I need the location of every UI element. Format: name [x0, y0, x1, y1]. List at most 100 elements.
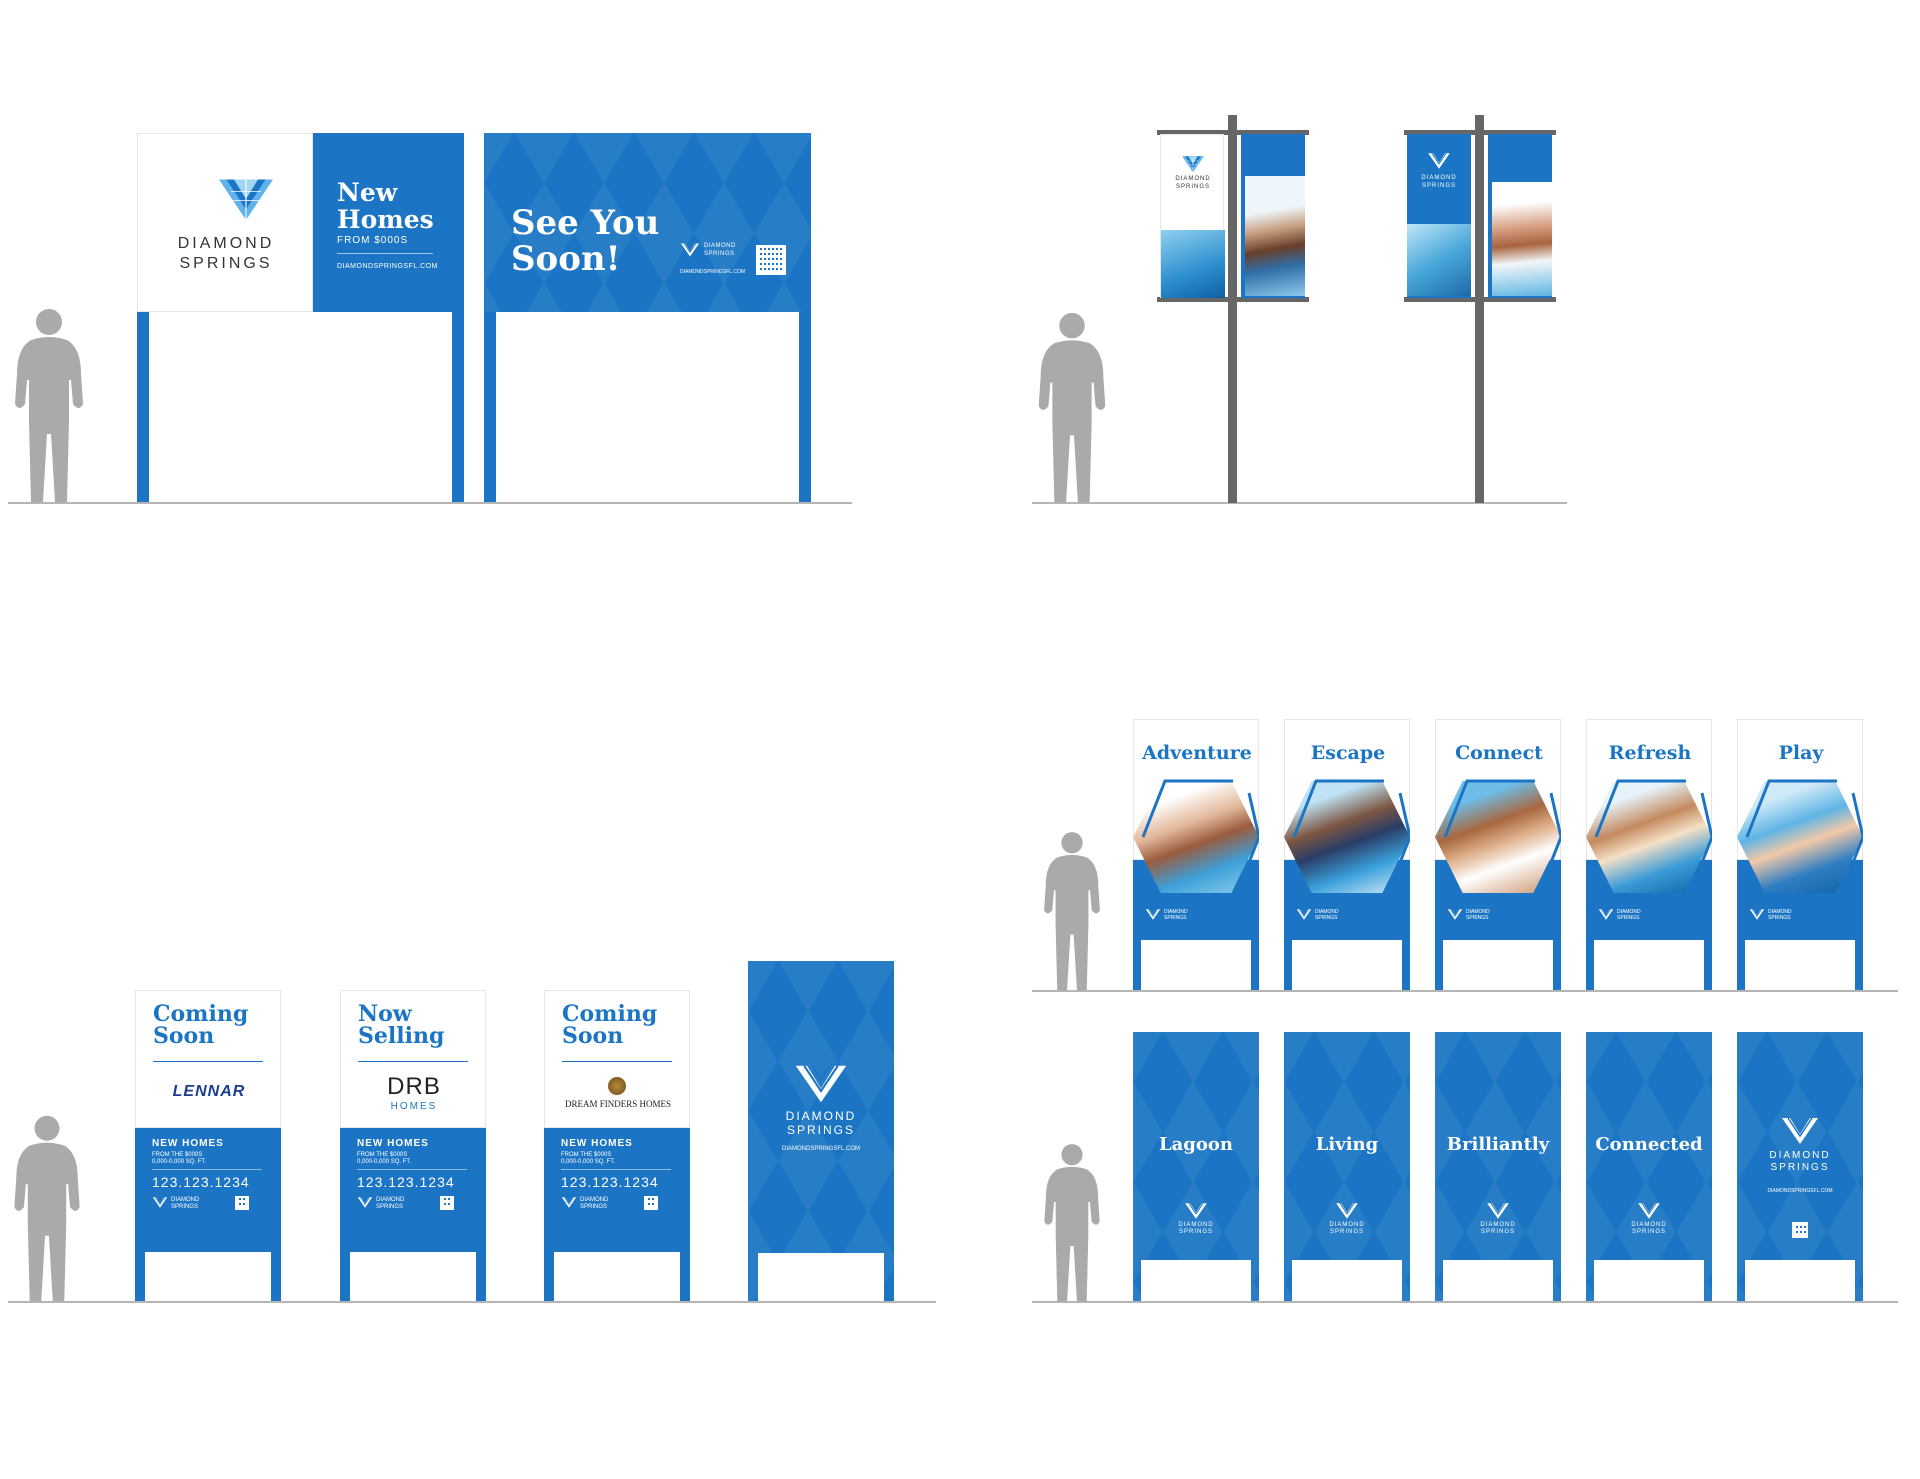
photo-hexagon	[1586, 781, 1712, 893]
sign-phone: 123.123.1234	[152, 1174, 250, 1190]
divider	[357, 1169, 467, 1170]
photo-hexagon	[1737, 781, 1863, 893]
post-left	[1133, 940, 1141, 990]
photo-hexagon	[1133, 781, 1259, 893]
divider	[152, 1169, 262, 1170]
v-logo-icon	[1296, 908, 1312, 921]
pole-banner-photo	[1241, 134, 1305, 298]
banner-photo	[1407, 224, 1471, 296]
panel-base	[1292, 1260, 1402, 1301]
ground-line	[1032, 1301, 1898, 1303]
ground-line	[8, 1301, 936, 1303]
panel-base	[1141, 1260, 1251, 1301]
sign-phone: 123.123.1234	[561, 1174, 659, 1190]
banner-photo	[1161, 230, 1225, 298]
sign-size: 0,000-0,000 SQ. FT.	[357, 1159, 412, 1165]
sign-bottom-panel: NEW HOMES FROM THE $000S 0,000-0,000 SQ.…	[340, 1128, 486, 1252]
v-logo-icon	[152, 1196, 168, 1209]
panel-word: Connect	[1455, 742, 1543, 764]
billboard2-website: DIAMONDSPRINGSFL.COM	[680, 269, 746, 275]
billboard2-post-right	[799, 310, 811, 502]
v-logo-icon	[357, 1196, 373, 1209]
panel-base	[758, 1253, 884, 1301]
billboard-post-left	[137, 310, 149, 502]
sign-post-right	[271, 1252, 281, 1301]
hexagon-outline	[1443, 779, 1561, 894]
billboard2-panel: See You Soon! DIAMOND SPRINGS DIAMONDSPR…	[484, 133, 811, 312]
person-silhouette	[1032, 308, 1112, 504]
post-left	[1586, 940, 1594, 990]
panel-base	[1141, 940, 1251, 990]
diamond-springs-logo-icon	[216, 174, 276, 224]
divider	[358, 1061, 468, 1062]
v-logo-icon	[1427, 152, 1451, 170]
panel-base	[1745, 1260, 1855, 1301]
panel-word: Escape	[1310, 742, 1386, 764]
sign-label: NEW HOMES	[561, 1138, 633, 1149]
panel-base	[1594, 1260, 1704, 1301]
banner-photo	[1492, 182, 1552, 296]
v-logo-icon	[1486, 1202, 1510, 1220]
ground-line	[8, 502, 852, 504]
hexagon-outline	[1594, 779, 1712, 894]
panel-website: DIAMONDSPRINGSFL.COM	[1767, 1188, 1833, 1194]
panel-word: Lagoon	[1158, 1134, 1233, 1155]
qr-code-icon	[756, 245, 786, 275]
billboard-headline-panel: New Homes FROM $000S DIAMONDSPRINGSFL.CO…	[313, 133, 464, 312]
person-silhouette	[1032, 828, 1112, 992]
sign-label: NEW HOMES	[152, 1138, 224, 1149]
v-logo-icon	[1749, 908, 1765, 921]
panel-word: Connected	[1595, 1134, 1703, 1155]
divider	[562, 1061, 672, 1062]
sign-price: FROM THE $000S	[357, 1152, 408, 1158]
billboard-website: DIAMONDSPRINGSFL.COM	[337, 263, 439, 270]
pole-arm-top	[1157, 130, 1309, 135]
banner-photo	[1245, 176, 1305, 296]
billboard2-post-left	[484, 310, 496, 502]
v-logo-icon	[1184, 1202, 1208, 1220]
pole	[1475, 115, 1484, 503]
person-silhouette	[1032, 1140, 1112, 1303]
sign-label: NEW HOMES	[357, 1138, 429, 1149]
panel-base	[1745, 940, 1855, 990]
billboard2-headline: See You Soon!	[511, 203, 660, 279]
pole-arm-bottom	[1157, 297, 1309, 302]
qr-code-icon	[644, 1196, 658, 1210]
divider	[337, 253, 433, 254]
ground-line	[1032, 502, 1567, 504]
divider	[561, 1169, 671, 1170]
pole-banner-photo	[1488, 134, 1552, 298]
sign-post-left	[135, 1252, 145, 1301]
panel-word: Brilliantly	[1446, 1134, 1550, 1155]
panel-word: Play	[1778, 742, 1824, 764]
pole-arm-top	[1404, 130, 1556, 135]
sign-size: 0,000-0,000 SQ. FT.	[152, 1159, 207, 1165]
photo-hexagon	[1284, 781, 1410, 893]
sign-post-right	[680, 1252, 690, 1301]
billboard-logo-panel: DIAMOND SPRINGS	[137, 133, 313, 312]
post-left	[1737, 940, 1745, 990]
panel-word: Adventure	[1142, 742, 1252, 764]
panel-word: Living	[1315, 1134, 1379, 1155]
billboard-post-right	[452, 310, 464, 502]
sign-phone: 123.123.1234	[357, 1174, 455, 1190]
